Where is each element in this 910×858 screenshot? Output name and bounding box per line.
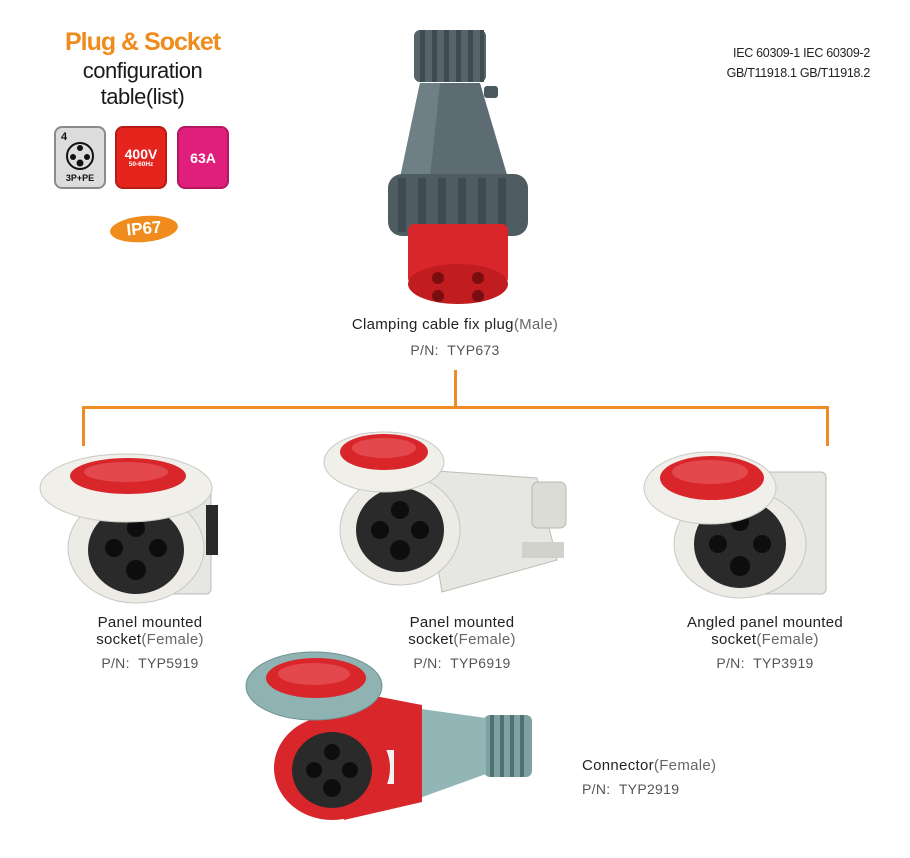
- plug-pn-label: P/N:: [410, 342, 439, 358]
- current-badge: 63A: [177, 126, 229, 189]
- socket2-name-line2: socket: [408, 631, 454, 648]
- tree-line-horizontal: [82, 406, 829, 409]
- socket3-type: (Female): [756, 631, 819, 648]
- pin-config-badge: 4 3P+PE: [54, 126, 106, 189]
- title-main: Plug & Socket: [64, 28, 221, 56]
- socket2-pn: TYP6919: [450, 655, 511, 671]
- frequency-text: 50-60Hz: [128, 160, 154, 168]
- connector-image: [245, 651, 532, 820]
- connector-label: Connector(Female): [582, 757, 802, 774]
- tree-line-left: [82, 406, 85, 446]
- plug-image: [388, 30, 528, 304]
- plug-part-number: P/N: TYP673: [300, 342, 610, 358]
- pin-layout-icon: [66, 141, 94, 170]
- tree-line-trunk: [454, 370, 457, 408]
- socket1-name-line1: Panel mounted: [97, 614, 203, 631]
- socket1-type: (Female): [141, 631, 204, 648]
- plug-pn: TYP673: [447, 342, 500, 358]
- socket1-name-line2: socket: [96, 631, 142, 648]
- plug-label: Clamping cable fix plug(Male): [300, 316, 610, 333]
- socket2-type: (Female): [453, 631, 516, 648]
- socket2-label: Panel mounted socket(Female): [352, 614, 572, 648]
- pin-config-text: 3P+PE: [65, 172, 95, 183]
- standards-line-1: IEC 60309-1 IEC 60309-2: [733, 46, 870, 60]
- socket1-part-number: P/N: TYP5919: [40, 655, 260, 671]
- socket3-name-line2: socket: [711, 631, 757, 648]
- socket3-label: Angled panel mounted socket(Female): [660, 614, 870, 648]
- socket2-part-number: P/N: TYP6919: [352, 655, 572, 671]
- socket3-name-line1: Angled panel mounted: [686, 614, 844, 631]
- title-line-table: table(list): [100, 84, 185, 109]
- socket1-label: Panel mounted socket(Female): [40, 614, 260, 648]
- connector-type: (Female): [653, 757, 717, 774]
- connector-pn: TYP2919: [618, 781, 680, 797]
- title-line-configuration: configuration: [82, 58, 203, 83]
- standards-line-2: GB/T11918.1 GB/T11918.2: [726, 66, 871, 80]
- surface-socket-image: [323, 431, 567, 593]
- angled-socket-image: [643, 451, 827, 599]
- tree-line-right: [826, 406, 829, 446]
- socket2-pn-label: P/N:: [413, 655, 442, 671]
- current-text: 63A: [190, 149, 216, 166]
- socket3-pn-label: P/N:: [716, 655, 745, 671]
- socket1-pn: TYP5919: [138, 655, 199, 671]
- socket3-part-number: P/N: TYP3919: [660, 655, 870, 671]
- panel-socket-image: [39, 453, 218, 604]
- plug-name: Clamping cable fix plug: [351, 316, 514, 333]
- socket1-pn-label: P/N:: [101, 655, 130, 671]
- socket2-name-line1: Panel mounted: [409, 614, 515, 631]
- connector-part-number: P/N: TYP2919: [582, 781, 802, 797]
- pin-count: 4: [61, 131, 68, 143]
- voltage-text: 400V: [124, 145, 158, 162]
- socket3-pn: TYP3919: [753, 655, 814, 671]
- connector-name: Connector: [582, 757, 654, 774]
- ip-rating-badge: IP67: [108, 213, 180, 245]
- plug-type: (Male): [513, 316, 559, 333]
- voltage-badge: 400V 50-60Hz: [115, 126, 167, 189]
- connector-pn-label: P/N:: [582, 781, 611, 797]
